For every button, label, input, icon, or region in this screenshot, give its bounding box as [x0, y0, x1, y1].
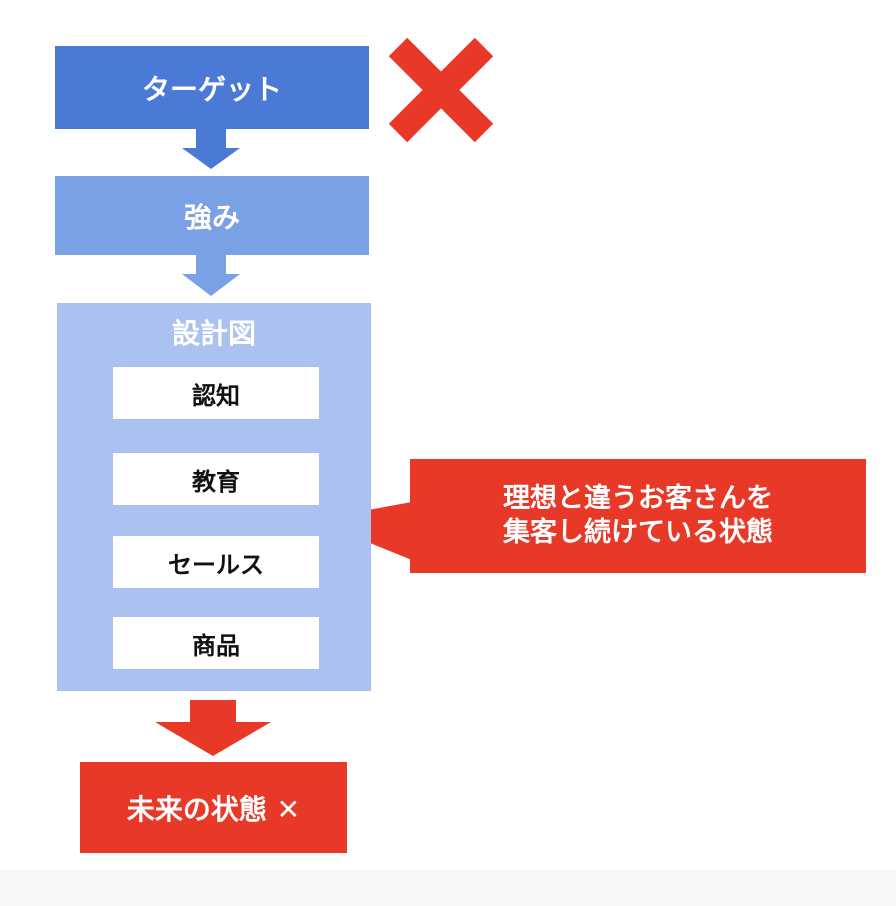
cross-mark-icon — [388, 37, 494, 143]
callout-box: 理想と違うお客さんを 集客し続けている状態 — [410, 459, 866, 573]
step-awareness: 認知 — [113, 367, 319, 419]
step-sales: セールス — [113, 536, 319, 588]
future-state-label: 未来の状態 ✕ — [126, 792, 301, 826]
callout-line-2: 集客し続けている状態 — [503, 517, 773, 548]
callout-line-1: 理想と違うお客さんを — [503, 483, 773, 514]
target-label: ターゲット — [141, 72, 282, 106]
footer-strip — [0, 870, 896, 906]
arrow-strength-to-design — [182, 255, 240, 296]
step-education: 教育 — [113, 453, 319, 505]
arrow-target-to-strength — [182, 129, 240, 169]
strength-box: 強み — [55, 176, 369, 255]
target-box: ターゲット — [55, 46, 369, 129]
design-box: 設計図 認知 教育 セールス 商品 — [57, 303, 371, 691]
step-product: 商品 — [113, 617, 319, 669]
strength-label: 強み — [183, 200, 240, 234]
design-title: 設計図 — [171, 317, 256, 350]
arrow-design-to-future — [155, 700, 271, 756]
future-state-box: 未来の状態 ✕ — [80, 762, 347, 853]
